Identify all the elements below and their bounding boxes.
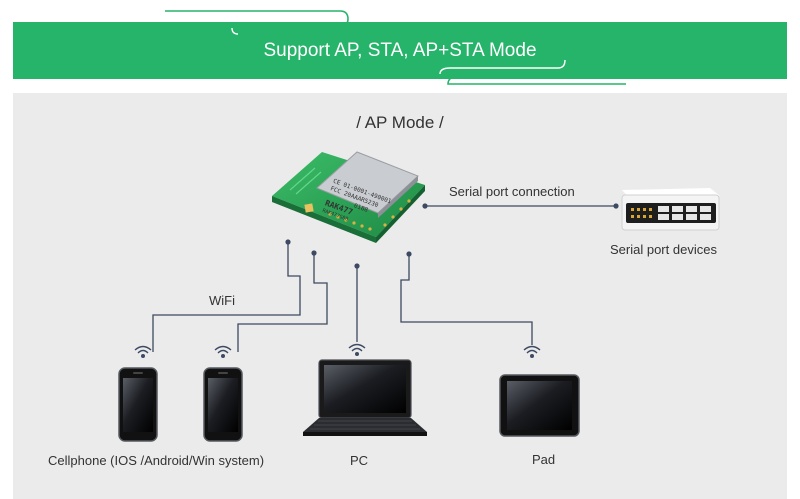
cellphone-label: Cellphone (IOS /Android/Win system) (48, 453, 265, 468)
serial-device-icon (621, 188, 720, 231)
pc-label: PC (350, 453, 369, 468)
wifi-signal-icon (134, 345, 152, 358)
wifi-line-cellphone-2 (237, 253, 328, 352)
tablet-icon (499, 374, 580, 437)
laptop-icon (303, 359, 427, 436)
cellphone-icon (203, 367, 243, 442)
wifi-signal-icon (214, 345, 232, 358)
wifi-signal-icon (348, 343, 366, 356)
wifi-signal-icon (523, 345, 541, 358)
wifi-line-pad (400, 254, 533, 345)
mode-title: / AP Mode / (356, 113, 444, 132)
serial-devices-label: Serial port devices (610, 242, 717, 257)
connection-lines (152, 205, 616, 352)
banner-title: Support AP, STA, AP+STA Mode (263, 40, 537, 61)
module-cert-line-3: 0188 (353, 202, 369, 214)
serial-connection-label: Serial port connection (449, 184, 575, 199)
header-banner: Support AP, STA, AP+STA Mode (13, 22, 787, 79)
wifi-label: WiFi (209, 293, 235, 308)
cellphone-icon (118, 367, 158, 442)
wifi-module-icon: CE 01-0001-490001 FCC 20AAAR5230 0188 RA… (272, 151, 425, 243)
pad-label: Pad (532, 452, 556, 467)
wifi-line-cellphone-1 (152, 242, 301, 352)
connection-dots (285, 203, 619, 269)
banner-decoration-lines (165, 10, 626, 85)
